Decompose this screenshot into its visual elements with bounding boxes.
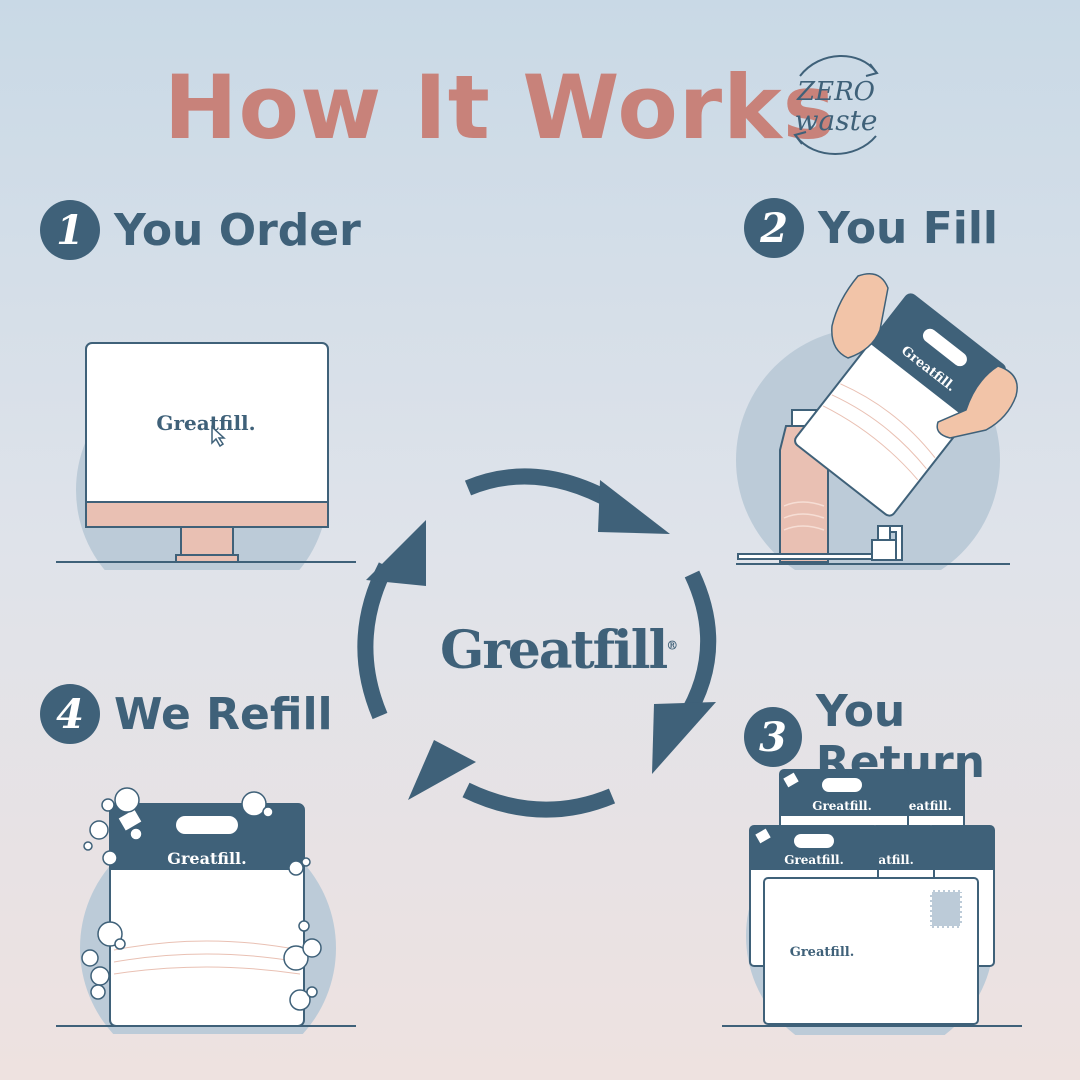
pouch-icon: Greatfill. [794, 293, 1006, 517]
svg-text:Greatfill.: Greatfill. [784, 853, 844, 867]
step-number-badge: 1 [40, 200, 100, 260]
step-label: We Refill [114, 688, 333, 740]
registered-mark: ® [666, 638, 679, 653]
zero-waste-line2: waste [795, 104, 878, 137]
brand-logo: Greatfill® [440, 620, 678, 681]
zero-waste-line1: ZERO [796, 77, 875, 107]
svg-text:Greatfill.: Greatfill. [790, 945, 855, 960]
page-title: How It Works [163, 56, 837, 159]
step-number-badge: 2 [744, 198, 804, 258]
bubbles-icon [81, 787, 322, 1011]
step-number-badge: 4 [40, 684, 100, 744]
step-number-badge: 3 [744, 707, 802, 767]
cursor-icon [211, 425, 226, 448]
zero-waste-badge: ZERO waste [793, 55, 879, 155]
cycle-arrows-icon [357, 468, 717, 818]
refilled-pouch-bubbles-icon: Greatfill. [56, 787, 356, 1034]
recycle-arrows-icon [793, 55, 879, 155]
step-3-heading: 3 You Return [744, 686, 1080, 788]
return-mailer-pouches-icon: Greatfill. Greatfill. Greatfill. Greatfi… [722, 769, 1022, 1035]
step-label: You Fill [818, 202, 998, 254]
brand-name: Greatfill [440, 620, 668, 681]
hand-icon [831, 273, 1018, 439]
computer-monitor-icon: Greatfill. [56, 342, 356, 570]
step-2-heading: 2 You Fill [744, 198, 998, 258]
step-4-heading: 4 We Refill [40, 684, 333, 744]
refill-pouch-pouring-icon: Greatfill. [736, 273, 1018, 570]
svg-text:Greatfill.: Greatfill. [812, 799, 872, 813]
pump-dispenser-icon [737, 525, 903, 561]
svg-text:Greatfill.: Greatfill. [167, 849, 246, 868]
screen-logo: Greatfill. [156, 411, 255, 435]
step-1-heading: 1 You Order [40, 200, 361, 260]
mailer-envelope-icon: Greatfill. [763, 877, 979, 1025]
step-label: You Order [114, 204, 361, 256]
